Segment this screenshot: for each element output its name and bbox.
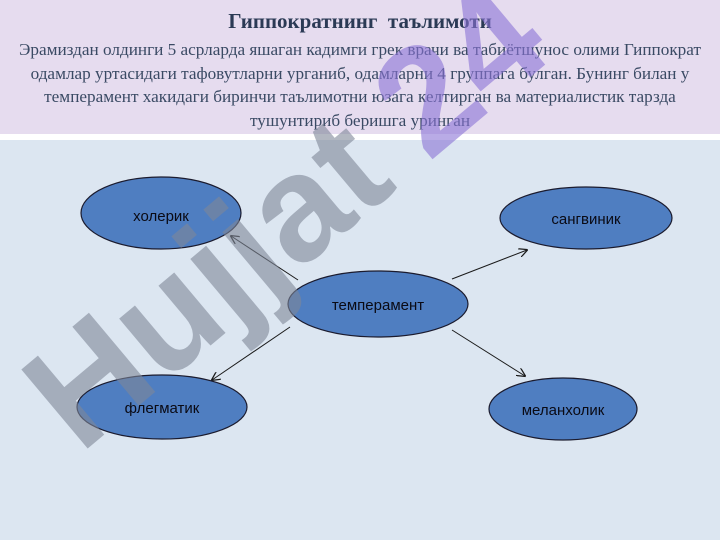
node-choleric: холерик [80,176,242,250]
arrow-to-phlegmatic [212,326,291,380]
node-melancholic-label: меланхолик [522,402,605,419]
node-phlegmatic-label: флегматик [125,400,200,417]
header-divider [0,134,720,140]
node-sanguine: сангвиник [499,186,673,250]
node-center-label: темперамент [332,297,424,314]
node-choleric-label: холерик [133,208,189,225]
node-sanguine-label: сангвиник [551,211,621,228]
arrow-to-sanguine [451,250,527,280]
slide-header: Гиппократнинг таълимоти Эрамиздан олдинг… [0,0,720,134]
node-melancholic: меланхолик [488,377,638,441]
arrow-to-choleric [231,236,299,281]
slide-title: Гиппократнинг таълимоти [228,9,492,33]
slide-description: Эрамиздан олдинги 5 асрларда яшаган кади… [19,40,701,130]
node-center: темперамент [287,270,469,338]
node-phlegmatic: флегматик [76,374,248,440]
arrow-to-melancholic [451,329,525,376]
